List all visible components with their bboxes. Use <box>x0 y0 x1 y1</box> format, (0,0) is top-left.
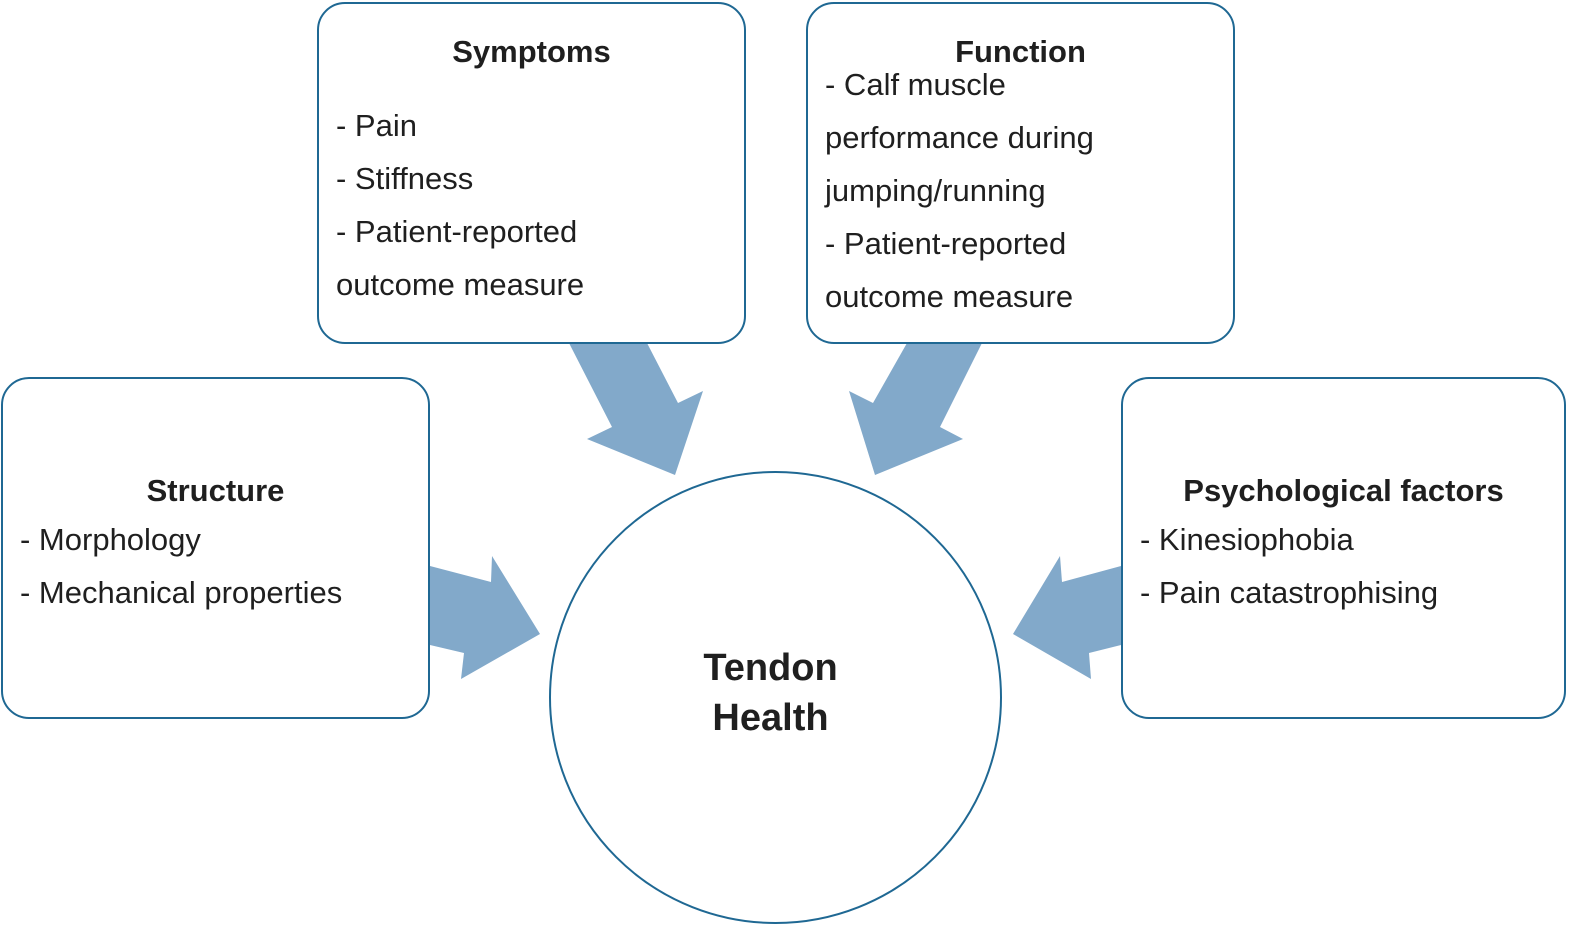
center-line: Health <box>712 696 829 739</box>
structure-line: - Morphology <box>20 522 201 557</box>
psychological-factors-box: Psychological factors - Kinesiophobia - … <box>1121 377 1566 719</box>
tendon-health-circle: Tendon Health <box>549 471 1002 924</box>
symptoms-items: - Pain - Stiffness - Patient-reported ou… <box>336 99 744 311</box>
arrow-symptoms-to-center <box>569 343 703 475</box>
arrow-function-to-center <box>849 343 982 475</box>
psychological-factors-line: - Pain catastrophising <box>1140 575 1439 610</box>
function-items: - Calf muscle performance during jumping… <box>825 58 1233 323</box>
tendon-health-label: Tendon Health <box>703 643 837 743</box>
symptoms-title: Symptoms <box>452 34 611 69</box>
symptoms-line: - Stiffness <box>336 161 474 196</box>
symptoms-box: Symptoms - Pain - Stiffness - Patient-re… <box>317 2 746 344</box>
function-line: jumping/running <box>825 173 1046 208</box>
psychological-factors-title: Psychological factors <box>1183 473 1504 508</box>
psychological-factors-line: - Kinesiophobia <box>1140 522 1354 557</box>
symptoms-line: outcome measure <box>336 267 585 302</box>
function-line: - Patient-reported <box>825 226 1067 261</box>
function-line: - Calf muscle <box>825 67 1006 102</box>
structure-line: - Mechanical properties <box>20 575 343 610</box>
structure-items: - Morphology - Mechanical properties <box>20 513 428 619</box>
symptoms-line: - Patient-reported <box>336 214 578 249</box>
function-line: outcome measure <box>825 279 1074 314</box>
psychological-factors-items: - Kinesiophobia - Pain catastrophising <box>1140 513 1564 619</box>
function-title: Function <box>955 34 1086 69</box>
structure-title: Structure <box>146 473 285 508</box>
arrow-structure-to-center <box>430 556 540 679</box>
symptoms-line: - Pain <box>336 108 417 143</box>
function-line: performance during <box>825 120 1094 155</box>
arrow-psych-to-center <box>1013 556 1121 679</box>
function-box: Function - Calf muscle performance durin… <box>806 2 1235 344</box>
structure-box: Structure - Morphology - Mechanical prop… <box>1 377 430 719</box>
center-line: Tendon <box>703 646 838 689</box>
